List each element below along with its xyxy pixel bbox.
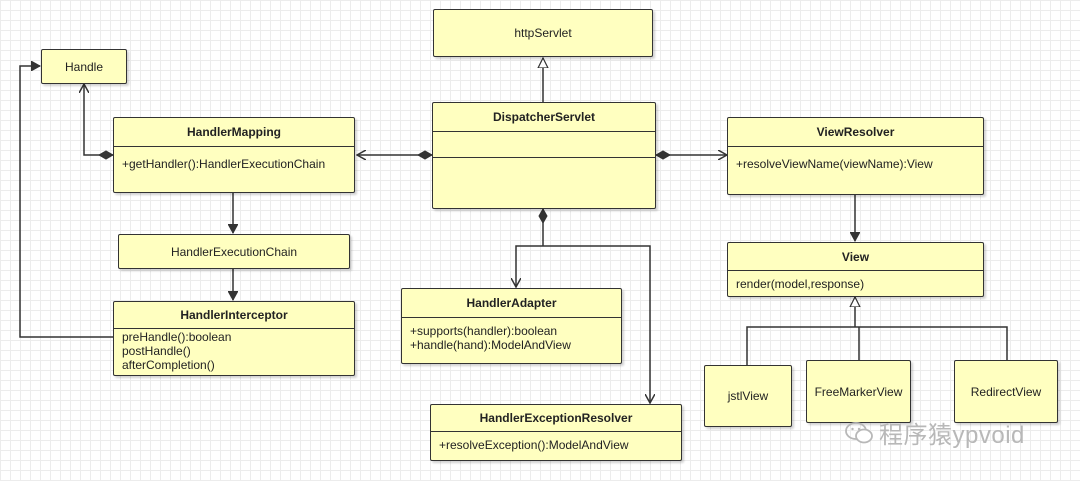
- view-box[interactable]: View render(model,response): [727, 242, 984, 297]
- freemarkerview-box[interactable]: FreeMarkerView: [806, 360, 911, 423]
- jstlview-box[interactable]: jstlView: [704, 365, 792, 427]
- dispatcherservlet-box[interactable]: DispatcherServlet: [432, 102, 656, 209]
- dispatcherservlet-attributes: [433, 132, 655, 158]
- freemarkerview-label: FreeMarkerView: [814, 384, 903, 399]
- handle-box[interactable]: Handle: [41, 49, 127, 84]
- interceptor-method: preHandle():boolean: [122, 330, 232, 344]
- interceptor-to-handle-arrow: [19, 66, 113, 338]
- handlermapping-method: +getHandler():HandlerExecutionChain: [122, 157, 326, 171]
- dispatcherservlet-title: DispatcherServlet: [433, 103, 655, 132]
- handlerinterceptor-box[interactable]: HandlerInterceptor preHandle():boolean p…: [113, 301, 355, 376]
- exceptionresolver-method: +resolveException():ModelAndView: [439, 438, 629, 452]
- handleradapter-box[interactable]: HandlerAdapter +supports(handler):boolea…: [401, 288, 622, 364]
- handlermapping-to-handle-composition: [84, 84, 113, 155]
- exceptionresolver-title: HandlerExceptionResolver: [431, 405, 681, 432]
- handle-label: Handle: [64, 59, 104, 74]
- handlermapping-box[interactable]: HandlerMapping +getHandler():HandlerExec…: [113, 117, 355, 193]
- dispatcher-to-exceptionresolver-arrow: [543, 245, 650, 403]
- handlerexecutionchain-label: HandlerExecutionChain: [170, 244, 298, 259]
- view-title: View: [728, 243, 983, 271]
- viewresolver-method: +resolveViewName(viewName):View: [736, 157, 933, 171]
- redirectview-label: RedirectView: [970, 384, 1042, 399]
- handlerexceptionresolver-box[interactable]: HandlerExceptionResolver +resolveExcepti…: [430, 404, 682, 461]
- wechat-icon: [845, 421, 873, 443]
- handlermapping-title: HandlerMapping: [114, 118, 354, 147]
- handleradapter-title: HandlerAdapter: [402, 289, 621, 318]
- adapter-method: +handle(hand):ModelAndView: [410, 338, 571, 352]
- viewresolver-title: ViewResolver: [728, 118, 983, 147]
- dispatcher-to-handleradapter-arrow: [516, 245, 543, 287]
- adapter-method: +supports(handler):boolean: [410, 324, 558, 338]
- watermark: 程序猿ypvoid: [845, 415, 1025, 450]
- httpservlet-box[interactable]: httpServlet: [433, 9, 653, 57]
- redirectview-box[interactable]: RedirectView: [954, 360, 1058, 423]
- handlerexecutionchain-box[interactable]: HandlerExecutionChain: [118, 234, 350, 269]
- jstlview-label: jstlView: [727, 389, 769, 403]
- httpservlet-label: httpServlet: [514, 26, 572, 40]
- handlerinterceptor-title: HandlerInterceptor: [114, 302, 354, 329]
- view-generalization-branches: [746, 326, 1008, 365]
- interceptor-method: afterCompletion(): [122, 358, 215, 372]
- viewresolver-box[interactable]: ViewResolver +resolveViewName(viewName):…: [727, 117, 984, 195]
- view-method: render(model,response): [736, 277, 865, 291]
- watermark-text: 程序猿ypvoid: [879, 422, 1025, 449]
- interceptor-method: postHandle(): [122, 344, 191, 358]
